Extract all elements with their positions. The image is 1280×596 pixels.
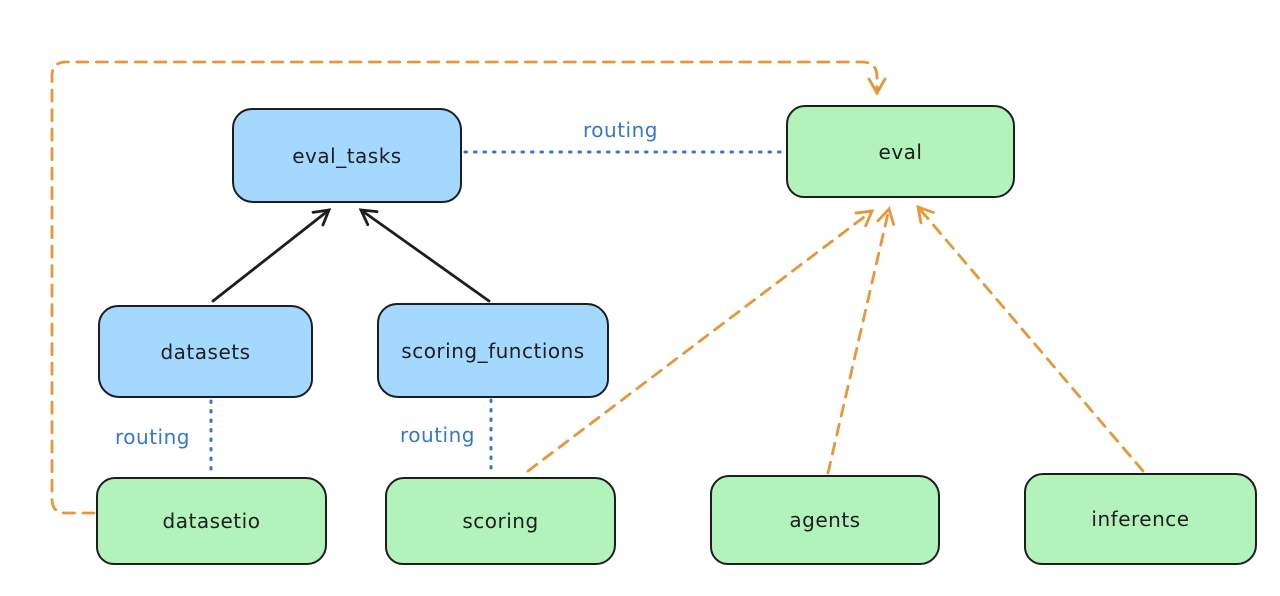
node-scoring-functions-label: scoring_functions [401,338,585,363]
edge-label-routing-middle: routing [400,423,475,447]
edge-inference-to-eval [916,204,1145,473]
node-eval: eval [786,105,1015,198]
edge-datasets-to-eval-tasks [211,208,332,303]
node-datasetio-label: datasetio [162,509,261,533]
node-scoring-functions: scoring_functions [377,303,609,398]
node-scoring-label: scoring [462,509,539,533]
node-datasets-label: datasets [160,339,251,364]
node-datasets: datasets [98,305,313,398]
node-agents: agents [710,475,940,565]
edge-label-routing-left: routing [115,425,190,449]
node-inference-label: inference [1091,507,1190,531]
node-eval-tasks-label: eval_tasks [292,143,402,168]
node-datasetio: datasetio [96,477,327,565]
edge-scoring-functions-to-eval-tasks [358,208,491,303]
node-eval-tasks: eval_tasks [232,108,462,203]
node-eval-label: eval [878,139,923,164]
edge-agents-to-eval [826,206,896,475]
node-inference: inference [1024,473,1257,565]
node-agents-label: agents [789,508,861,532]
edge-label-routing-top: routing [583,118,658,142]
node-scoring: scoring [385,477,616,565]
